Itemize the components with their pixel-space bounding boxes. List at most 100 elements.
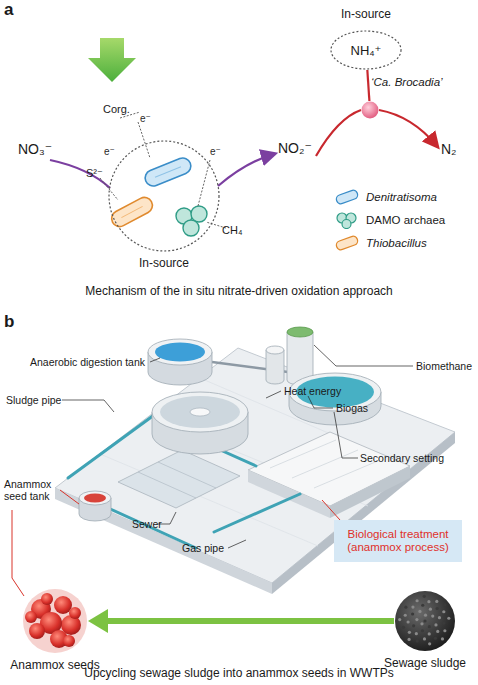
- capsule-icon: [335, 189, 359, 205]
- annotation-label: Secondary setting: [360, 452, 444, 464]
- bacteria-illustration-part-part: [143, 156, 193, 189]
- sludge-speck: [423, 619, 426, 622]
- anammox-flow-arc-part: [316, 110, 361, 156]
- legend-text: Thiobacillus: [366, 236, 427, 250]
- bacteria-illustration-part-part: [109, 195, 155, 230]
- red-leader-lines-part: [60, 490, 79, 504]
- treatment-plant-part: [79, 491, 111, 505]
- bacteria-illustration-part-part: [155, 167, 181, 177]
- anammox-flow-arc-part: [379, 110, 437, 146]
- sludge-speck: [442, 610, 445, 613]
- connector-line: [367, 70, 369, 101]
- leader-lines-part: [266, 391, 281, 398]
- treatment-plant-part: [84, 494, 106, 503]
- node-outline: [22, 588, 88, 654]
- node-text: ‘Ca. Brocadia’: [371, 76, 443, 89]
- annotation-label: N₂: [441, 141, 457, 157]
- annotation-label: S²⁻: [86, 167, 103, 179]
- bacterium-circle: ‘Ca. Brocadia’: [361, 101, 379, 119]
- node-text: In-source: [68, 257, 260, 270]
- sludge-speck: [404, 606, 407, 609]
- arrow-head: [88, 609, 108, 633]
- legend-icon: [332, 234, 362, 252]
- treatment-plant-part: [270, 440, 380, 488]
- nitrate-flow-arc-part: [218, 154, 274, 186]
- sludge-speck: [436, 630, 439, 633]
- treatment-plant-part: [152, 392, 248, 432]
- annotation-label: NO₂⁻: [278, 140, 312, 156]
- annotation-label: CH₄: [222, 224, 242, 236]
- treatment-plant-part-part: [138, 472, 196, 498]
- process-box: Biological treatment (anammox process): [334, 520, 462, 562]
- legend-text: Denitratisoma: [366, 190, 437, 204]
- panel-letter: b: [4, 313, 14, 331]
- treatment-plant-part: [190, 408, 210, 416]
- anammox-flow-arc: [316, 110, 437, 156]
- sludge-speck: [411, 606, 414, 609]
- capsule-shape: [335, 235, 359, 251]
- sludge-speck: [421, 604, 424, 607]
- sludge-speck: [423, 595, 426, 598]
- green-input-arrow-part: [88, 38, 136, 82]
- sludge-speck: [404, 614, 407, 617]
- sludge-speck: [442, 622, 445, 625]
- sludge-speck: [416, 639, 419, 642]
- sludge-speck: [424, 614, 427, 617]
- sludge-disc: [395, 591, 455, 651]
- leader-lines-part: [314, 345, 413, 366]
- annotation-label: NO₃⁻: [18, 141, 52, 157]
- sludge-speck: [402, 626, 405, 629]
- treatment-plant-part: [155, 343, 205, 362]
- bacteria-illustration-part-part: [138, 122, 150, 158]
- pink-circle: [362, 102, 379, 119]
- source-circle: In-source: [108, 140, 220, 252]
- sludge-speck: [423, 637, 426, 640]
- sludge-speck: [428, 625, 431, 628]
- annotation-label: Anaerobic digestion tank: [30, 356, 145, 368]
- sludge-speck: [408, 631, 411, 634]
- treatment-plant-part-part: [158, 462, 216, 488]
- sludge-speck: [435, 600, 438, 603]
- annotation-label: e⁻: [210, 146, 221, 158]
- annotation-label: Biogas: [336, 402, 368, 414]
- treatment-plant-part: [55, 488, 272, 594]
- annotation-label: e⁻: [104, 146, 115, 158]
- node-text: Anammox seeds: [0, 659, 128, 672]
- annotation-label: Biomethane: [416, 360, 472, 372]
- seed-granule: [63, 635, 75, 647]
- sludge-speck: [429, 608, 432, 611]
- sludge-speck: [411, 612, 414, 615]
- sludge-speck: [441, 637, 444, 640]
- legend-icon: [332, 211, 362, 229]
- source-ellipse: In-sourceNH₄⁺: [330, 30, 402, 70]
- bacteria-illustration-part-part: [191, 206, 207, 222]
- bacteria-illustration-part: [143, 156, 193, 189]
- treatment-plant-part-part: [314, 460, 380, 488]
- leader-lines-part: [308, 396, 333, 408]
- capsule-icon: [335, 235, 359, 251]
- node-outline: [361, 101, 379, 119]
- treatment-plant-part: [148, 339, 212, 365]
- treatment-plant-part: [160, 396, 240, 428]
- sludge-speck: [431, 614, 434, 617]
- seed-disc: [23, 589, 87, 653]
- sludge-speck: [415, 599, 418, 602]
- sludge-speck: [434, 637, 437, 640]
- red-leader-lines-part: [322, 500, 340, 520]
- connector-line: [102, 618, 394, 624]
- archaea-cell: [342, 220, 351, 229]
- node-text: NH₄⁺: [330, 30, 402, 70]
- bacteria-illustration-part-part: [121, 206, 142, 217]
- dotted-ellipse: [331, 31, 401, 69]
- seed-granule: [41, 593, 53, 605]
- red-leader-lines-part: [12, 510, 24, 596]
- sludge-speck: [427, 600, 430, 603]
- sludge-speck: [415, 618, 418, 621]
- sludge-speck: [434, 623, 437, 626]
- connector: [367, 70, 369, 101]
- treatment-plant-part: [138, 462, 216, 498]
- panel-caption: Mechanism of the in situ nitrate-driven …: [0, 284, 478, 298]
